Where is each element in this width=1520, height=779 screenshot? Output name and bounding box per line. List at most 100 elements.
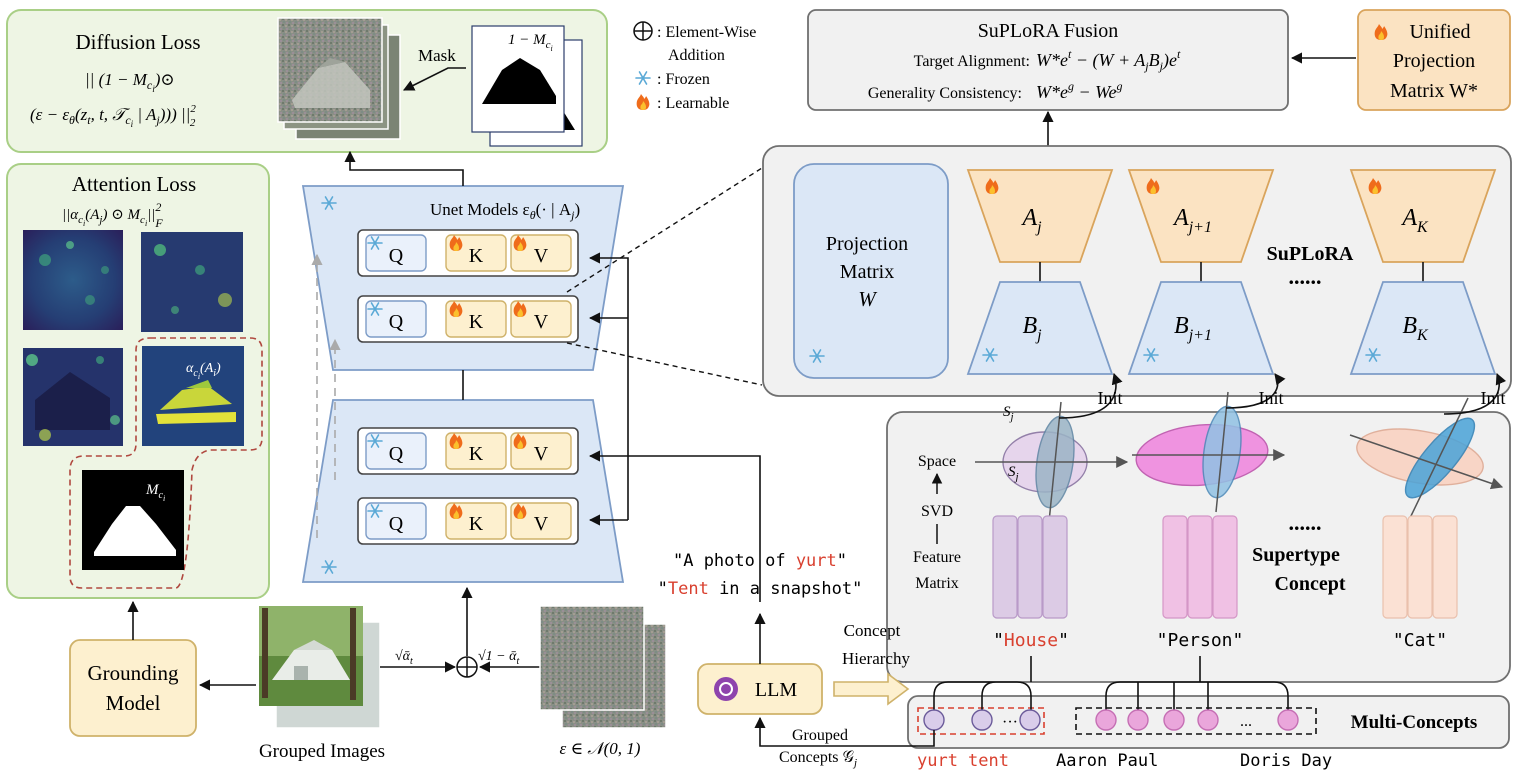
noisy-image-stack — [277, 17, 401, 140]
mask-card-label: 1 − Mci — [508, 32, 553, 53]
value-label: V — [534, 443, 549, 465]
feature-column — [1432, 515, 1458, 619]
attention-heatmap-3 — [23, 348, 123, 446]
fusion-row1-formula: W*et − (W + AjBj)et — [1036, 47, 1181, 73]
supertype-dots: ...... — [1289, 510, 1322, 535]
grouped-concepts-label: Concepts 𝒢j — [779, 749, 857, 769]
person-hierarchy-lines — [1105, 656, 1289, 710]
svd-space: Init — [1349, 372, 1507, 619]
fusion-title: SuPLoRA Fusion — [978, 20, 1119, 42]
svg-text:...: ... — [1240, 713, 1252, 730]
mask-arrow — [402, 67, 466, 91]
key-label: K — [469, 513, 484, 535]
sqrt-alpha-label: √ᾱt — [395, 649, 413, 667]
svg-text:Hierarchy: Hierarchy — [842, 649, 910, 668]
init-arrow — [1225, 373, 1286, 409]
key-label: K — [469, 443, 484, 465]
concept-node — [923, 709, 945, 731]
svg-text:: Learnable: : Learnable — [657, 95, 729, 112]
init-label: Init — [1098, 388, 1123, 408]
concept-person: "Person" — [1157, 630, 1244, 651]
learnable-icon — [636, 94, 650, 110]
prompt-2: "Tent in a snapshot" — [658, 579, 863, 599]
legend: : Element-Wise Addition : Frozen : Learn… — [633, 21, 756, 112]
frozen-icon — [635, 71, 651, 85]
svg-text:Matrix W*: Matrix W* — [1390, 80, 1478, 102]
svd-space: Init — [975, 372, 1129, 619]
value-label: V — [534, 245, 549, 267]
zoom-line-bottom — [566, 342, 763, 386]
zoom-line-top — [566, 167, 763, 293]
unet-title: Unet Models εθ(· | Aj) — [430, 200, 580, 222]
svd-label: SVD — [921, 503, 953, 520]
feature-label-1: Feature — [913, 549, 961, 566]
s-label-top: Sj — [1003, 404, 1014, 423]
lora-a-label: Aj — [1020, 205, 1042, 236]
svg-text:Addition: Addition — [668, 47, 725, 64]
feature-column — [1407, 515, 1433, 619]
concept-nodes — [923, 656, 1299, 731]
mask-label-image: Mci — [145, 482, 165, 503]
prompt-arrow-main — [588, 450, 761, 602]
unet-to-diffusion-arrow — [344, 150, 464, 186]
singular-vector-ellipse — [1404, 417, 1476, 499]
suplora-dots: ...... — [1289, 264, 1322, 289]
alpha-label: αci(Ai) — [186, 361, 221, 381]
concept-node — [1197, 709, 1219, 731]
hierarchy-arrow — [833, 672, 910, 706]
svg-text:Projection: Projection — [1393, 50, 1475, 72]
lora-b-matrix — [1349, 281, 1497, 375]
fusion-row2-label: Generality Consistency: — [868, 85, 1022, 102]
lora-pair: Aj+1Bj+1 — [1127, 169, 1275, 375]
concept-yurt: yurt — [917, 751, 958, 771]
concepts-to-llm-arrow — [754, 716, 935, 747]
attention-heatmap-1 — [23, 230, 123, 330]
attention-heatmap-2 — [141, 232, 243, 332]
query-block — [365, 432, 427, 470]
lora-a-matrix — [1127, 169, 1275, 263]
lora-a-label: Aj+1 — [1172, 205, 1212, 236]
query-block — [365, 502, 427, 540]
query-label: Q — [389, 245, 404, 267]
supertype-label-1: Supertype — [1252, 544, 1340, 566]
concept-tent: tent — [968, 751, 1009, 771]
suplora-fusion-box: SuPLoRA Fusion Target Alignment: W*et − … — [807, 9, 1289, 111]
sqrt-one-minus-label: √1 − ᾱt — [478, 649, 519, 667]
key-label: K — [469, 311, 484, 333]
concept-node — [971, 709, 993, 731]
diffusion-formula-line1: || (1 − Mci)⊙ — [85, 70, 175, 94]
space-label: Space — [918, 453, 956, 470]
suplora-label: SuPLoRA — [1267, 243, 1354, 265]
value-label: V — [534, 513, 549, 535]
concept-aaron-paul: Aaron Paul — [1056, 751, 1158, 771]
svd-space: Init — [1132, 373, 1286, 619]
suplora-panel: Projection Matrix W SuPLoRA ...... — [762, 145, 1512, 397]
attention-heatmap-4 — [142, 346, 244, 446]
query-block — [365, 300, 427, 338]
noise-label: ε ∈ 𝒩(0, 1) — [560, 739, 641, 758]
attention-dashed-group — [69, 337, 263, 589]
feature-column — [992, 515, 1018, 619]
key-label: K — [469, 245, 484, 267]
mask-stack: 1 − Mci — [471, 25, 583, 147]
lora-a-matrix — [1349, 169, 1497, 263]
grouped-concepts-box — [917, 707, 1045, 735]
lora-a-label: AK — [1400, 205, 1429, 236]
lora-a-matrix — [966, 169, 1114, 263]
concept-doris-day: Doris Day — [1240, 751, 1332, 771]
feature-column — [1042, 515, 1068, 619]
people-concepts-box — [1075, 707, 1317, 735]
diffusion-loss-panel: Diffusion Loss || (1 − Mci)⊙ (ε − εθ(zt,… — [6, 9, 608, 153]
query-label: Q — [389, 443, 404, 465]
svg-text:Projection: Projection — [826, 233, 908, 255]
concept-node — [1277, 709, 1299, 731]
concept-house: "House" — [993, 630, 1069, 651]
init-label: Init — [1481, 388, 1506, 408]
